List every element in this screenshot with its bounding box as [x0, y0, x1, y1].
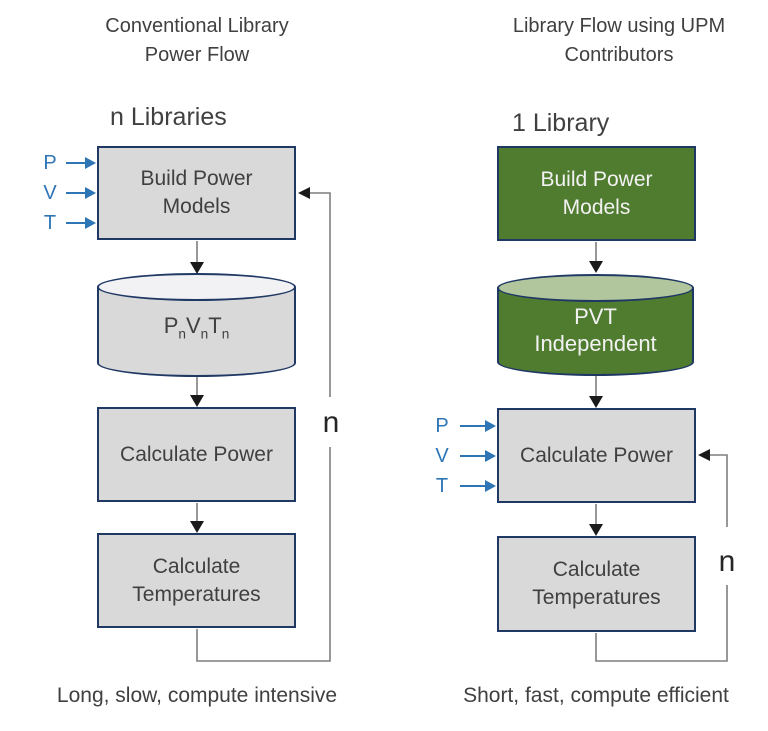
right-title-line2: Contributors: [564, 44, 674, 66]
left-input-p-label: P: [43, 152, 57, 174]
arrow-down-icon: [589, 261, 603, 273]
left-column-title: Conventional Library Power Flow: [37, 12, 357, 70]
right-cylinder-label: PVT Independent: [534, 304, 657, 356]
pvt-term-t: Tn: [208, 313, 230, 342]
right-input-t-label: T: [435, 475, 449, 497]
left-build-power-models-box: Build Power Models: [97, 146, 296, 240]
left-input-v-label: V: [43, 182, 57, 204]
right-caption: Short, fast, compute efficient: [463, 684, 729, 707]
left-caption: Long, slow, compute intensive: [56, 684, 338, 707]
arrow-right-icon: [85, 157, 96, 169]
right-build-power-models-box: Build Power Models: [497, 146, 696, 241]
arrow-down-icon: [589, 396, 603, 408]
left-calculate-temperatures-box: Calculate Temperatures: [97, 533, 296, 628]
right-cylinder-top-ellipse: [497, 274, 694, 302]
right-calculate-temperatures-label: Calculate Temperatures: [532, 558, 661, 609]
left-calculate-temperatures-label: Calculate Temperatures: [132, 554, 261, 606]
right-calculate-temperatures-box: Calculate Temperatures: [497, 536, 696, 632]
right-input-p-label: P: [435, 415, 449, 437]
left-calculate-power-label: Calculate Power: [120, 442, 273, 466]
arrow-down-icon: [190, 521, 204, 533]
arrow-left-icon: [698, 449, 710, 461]
right-loop-count-label: n: [718, 545, 736, 578]
right-cylinder-body: [497, 288, 694, 362]
right-database-cylinder: PVT Independent: [497, 274, 694, 376]
left-cylinder-label: PnVnTn: [97, 273, 296, 377]
arrow-right-icon: [85, 187, 96, 199]
left-title-line2: Power Flow: [144, 44, 250, 66]
arrow-right-icon: [485, 420, 496, 432]
left-database-cylinder: PnVnTn: [97, 273, 296, 377]
left-calculate-power-box: Calculate Power: [97, 407, 296, 502]
right-input-v-label: V: [435, 445, 449, 467]
arrow-left-icon: [298, 187, 310, 199]
right-calculate-power-box: Calculate Power: [497, 408, 696, 503]
right-loop-upper-path: [709, 454, 728, 527]
left-library-count-label: n Libraries: [110, 103, 227, 131]
right-column-title: Library Flow using UPM Contributors: [459, 12, 768, 70]
arrow-right-icon: [485, 480, 496, 492]
left-build-power-models-label: Build Power Models: [140, 167, 253, 218]
pvt-term-p: Pn: [163, 313, 186, 342]
right-build-power-models-label: Build Power Models: [540, 167, 653, 219]
arrow-down-icon: [589, 524, 603, 536]
right-library-count-label: 1 Library: [512, 109, 610, 137]
arrow-down-icon: [190, 395, 204, 407]
pvt-term-v: Vn: [185, 313, 209, 342]
arrow-right-icon: [485, 450, 496, 462]
right-title-line1: Library Flow using UPM: [512, 15, 726, 37]
left-title-line1: Conventional Library: [105, 15, 289, 37]
left-loop-upper-path: [309, 192, 331, 397]
arrow-right-icon: [85, 217, 96, 229]
left-input-t-label: T: [43, 212, 57, 234]
left-loop-count-label: n: [322, 406, 340, 439]
right-calculate-power-label: Calculate Power: [520, 443, 673, 467]
left-cylinder-top-ellipse: [97, 273, 296, 301]
